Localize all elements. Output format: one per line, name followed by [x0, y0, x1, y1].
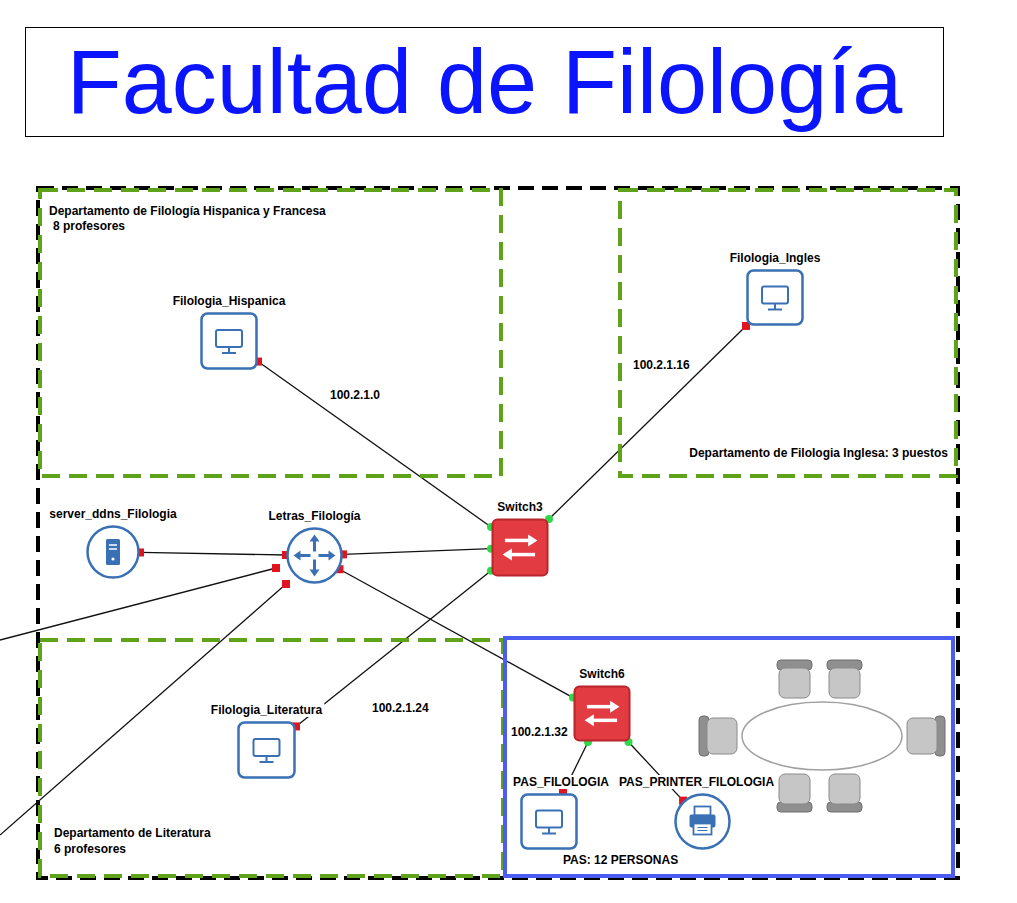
department-region: Departamento de Filología Hispanica y Fr…: [38, 188, 503, 478]
chair-seat: [707, 718, 737, 754]
chair-seat: [829, 668, 860, 698]
router-symbol: [286, 527, 343, 584]
network-link: [629, 742, 684, 801]
network-link: [296, 571, 491, 727]
department-region: Departamento de Literatura 6 profesores Fi…: [38, 638, 505, 878]
department-region: PAS: 12 PERSONAS Switch6PAS_FILOLOGIA PAS_…: [503, 636, 955, 878]
network-link: [549, 326, 746, 519]
pc-symbol: [746, 269, 804, 326]
port-marker: [282, 580, 290, 588]
switch-symbol: [573, 685, 631, 742]
region-text: 8 profesores: [53, 219, 125, 233]
device-label: PAS_FILOLOGIA: [511, 775, 611, 789]
switch-device: Switch6: [573, 685, 631, 742]
chair-seat: [779, 774, 810, 804]
region-text: 6 profesores: [54, 842, 126, 856]
chair-symbol: [699, 716, 737, 756]
subnet-label: 100.2.1.24: [370, 701, 431, 715]
region-heading: Departamento de Filología Hispanica y Fr…: [49, 204, 326, 218]
subnet-label: 100.2.1.32: [509, 725, 570, 739]
network-link: [343, 549, 491, 555]
switch-device: Switch3: [491, 518, 549, 577]
printer-symbol: [674, 793, 731, 850]
device-label: Switch6: [577, 667, 626, 681]
region-heading: Departamento de Filologia Inglesa: 3 pue…: [689, 446, 948, 460]
chair-seat: [829, 774, 860, 804]
pc-device: Filologia_Ingles: [746, 269, 804, 326]
port-group: [136, 322, 750, 805]
pc-device: PAS_FILOLOGIA: [520, 793, 578, 850]
pc-symbol: [237, 721, 296, 779]
pc-device: Filologia_Hispanica: [200, 312, 258, 370]
region-heading: Departamento de Literatura: [54, 826, 211, 840]
title-text: Facultad de Filología: [67, 37, 903, 127]
pc-symbol: [520, 793, 578, 850]
region-heading: PAS: 12 PERSONAS: [563, 853, 678, 867]
server-symbol: [86, 525, 140, 579]
title-box: Facultad de Filología: [25, 27, 944, 137]
printer-device: PAS_PRINTER_FILOLOGIA: [674, 793, 731, 850]
pc-symbol: [200, 312, 258, 370]
table-top: [742, 702, 902, 770]
network-link: [140, 552, 286, 555]
network-link: [258, 362, 491, 527]
subnet-label: 100.2.1.16: [631, 358, 692, 372]
chair-symbol: [907, 716, 945, 756]
server-device: server_ddns_Filologia: [86, 525, 140, 579]
department-region: Departamento de Filologia Inglesa: 3 pue…: [618, 188, 958, 478]
device-label: server_ddns_Filologia: [47, 507, 178, 521]
chair-symbol: [827, 774, 862, 812]
device-label: Switch3: [495, 500, 544, 514]
device-label: PAS_PRINTER_FILOLOGIA: [617, 775, 776, 789]
building-outline: [38, 188, 958, 878]
chair-seat: [779, 668, 810, 698]
chair-symbol: [827, 660, 862, 698]
port-marker: [272, 564, 280, 572]
router-device: Letras_Filología: [286, 527, 343, 584]
subnet-label: 100.2.1.0: [328, 388, 382, 402]
device-label: Letras_Filología: [266, 509, 362, 523]
chair-seat: [907, 718, 937, 754]
region-outline: [618, 188, 958, 478]
chair-symbol: [777, 774, 812, 812]
network-link: [339, 569, 573, 697]
chair-symbol: [777, 660, 812, 698]
meeting-table-illustration: [699, 660, 945, 812]
pc-device: Filologia_Literatura: [237, 721, 296, 779]
device-label: Filologia_Ingles: [728, 251, 823, 265]
switch-symbol: [491, 518, 549, 577]
device-label: Filologia_Literatura: [209, 703, 324, 717]
connector-group: [140, 326, 746, 801]
device-label: Filologia_Hispanica: [171, 294, 288, 308]
